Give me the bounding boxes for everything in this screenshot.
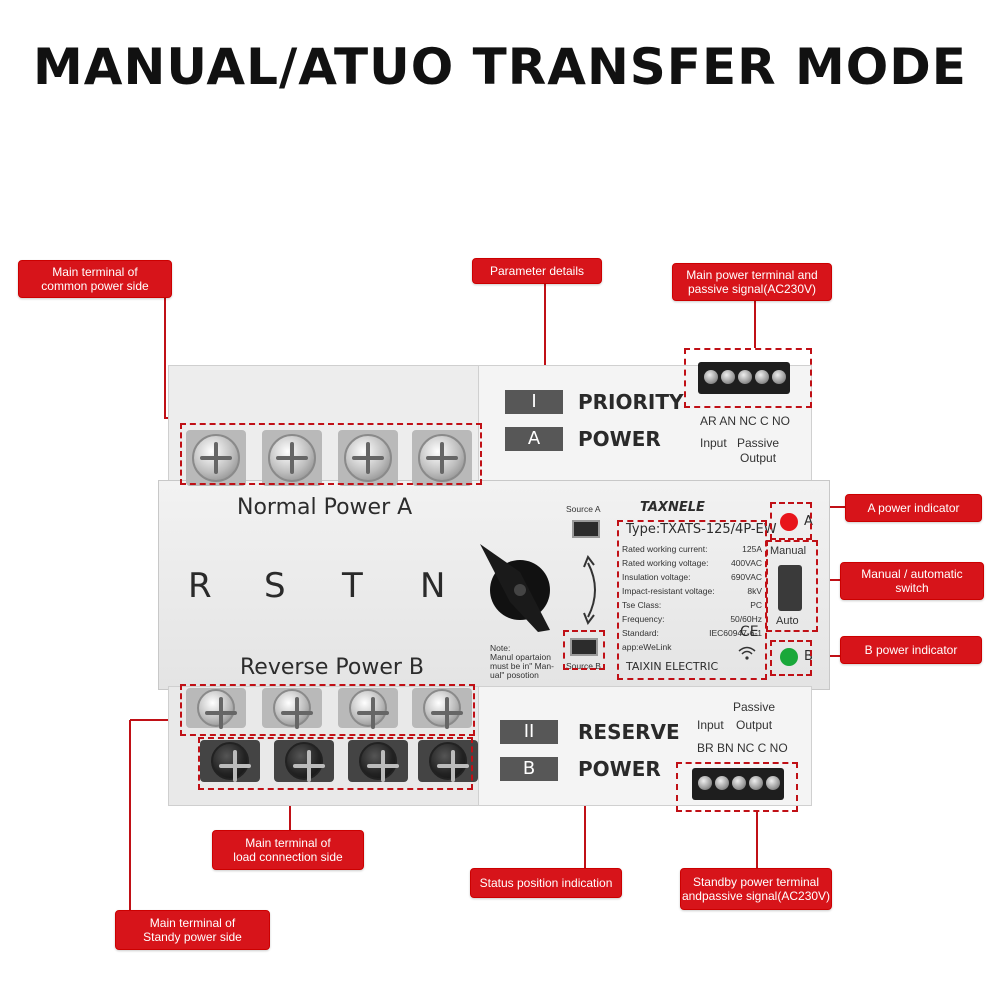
- rotary-handle-icon[interactable]: [480, 532, 556, 632]
- callout-a-indicator: A power indicator: [845, 494, 982, 522]
- callout-main-power-terminal: Main power terminal and passive signal(A…: [672, 263, 832, 301]
- terminal-load-3[interactable]: [348, 740, 408, 782]
- type-label: Type:TXATS-125/4P-EW: [626, 522, 777, 537]
- source-b-window: [570, 638, 598, 656]
- terminal-load-2[interactable]: [274, 740, 334, 782]
- normal-power-label: Normal Power A: [237, 495, 413, 520]
- screw-icon: [192, 434, 240, 482]
- source-a-label: Source A: [566, 504, 601, 514]
- page-title: MANUAL/ATUO TRANSFER MODE: [33, 38, 967, 96]
- phase-r-label: R: [188, 566, 212, 606]
- status-window-highlight: [563, 630, 605, 670]
- terminal-top-t[interactable]: [338, 430, 398, 486]
- reserve-box: II: [500, 720, 558, 744]
- param-row: Rated working current:125A: [622, 544, 762, 554]
- brand-logo: TAXNELE: [640, 500, 705, 515]
- callout-load-side: Main terminal of load connection side: [212, 830, 364, 870]
- callout-common-side: Main terminal of common power side: [18, 260, 172, 298]
- power-b-label: POWER: [578, 757, 661, 781]
- source-b-label: Source B: [566, 661, 601, 671]
- bottom-output-label: Output: [736, 718, 773, 732]
- common-terminal-highlight: [180, 423, 482, 485]
- phase-n-label: N: [420, 566, 446, 606]
- maker-label: TAIXIN ELECTRIC: [626, 660, 719, 673]
- screw-icon: [344, 434, 392, 482]
- a-indicator-label: A: [804, 514, 813, 529]
- top-signal-terminal[interactable]: [698, 362, 790, 394]
- parameter-highlight: [617, 520, 767, 680]
- terminal-bottom-upper-4[interactable]: [412, 688, 472, 729]
- top-signal-highlight: [684, 348, 812, 408]
- bottom-passive-label: Passive: [733, 700, 776, 714]
- terminal-bottom-upper-1[interactable]: [186, 688, 246, 729]
- terminal-top-s[interactable]: [262, 430, 322, 486]
- screw-icon: [273, 689, 311, 729]
- param-row: Rated working voltage:400VAC: [622, 558, 762, 568]
- terminal-top-n[interactable]: [412, 430, 472, 486]
- param-row: Tse Class:PC: [622, 600, 762, 610]
- power-a-label: POWER: [578, 427, 661, 451]
- bottom-input-label: Input: [697, 718, 724, 732]
- top-terminal-labels: AR AN NC C NO: [700, 414, 791, 428]
- standby-terminal-highlight: [180, 684, 475, 736]
- top-passive-label: Passive: [737, 436, 780, 450]
- reserve-label: RESERVE: [578, 720, 680, 744]
- screw-icon: [349, 689, 387, 729]
- screw-icon: [197, 689, 235, 729]
- b-indicator-label: B: [804, 649, 813, 664]
- screw-icon: [285, 742, 323, 782]
- bottom-signal-terminal[interactable]: [692, 768, 784, 800]
- power-b-box: B: [500, 757, 558, 781]
- screw-icon: [359, 742, 397, 782]
- top-input-label: Input: [700, 436, 727, 450]
- source-a-window: [572, 520, 600, 538]
- switch-highlight: [766, 540, 818, 632]
- terminal-top-r[interactable]: [186, 430, 246, 486]
- callout-parameter: Parameter details: [472, 258, 602, 284]
- phase-t-label: T: [342, 566, 363, 606]
- callout-b-indicator: B power indicator: [840, 636, 982, 664]
- param-row: Insulation voltage:690VAC: [622, 572, 762, 582]
- screw-icon: [211, 742, 249, 782]
- terminal-bottom-upper-2[interactable]: [262, 688, 322, 729]
- a-indicator-highlight: [770, 502, 812, 540]
- screw-icon: [423, 689, 461, 729]
- callout-standby-terminal: Standby power terminal andpassive signal…: [680, 868, 832, 910]
- rotate-arrow-icon: [583, 555, 596, 625]
- callout-manual-auto: Manual / automatic switch: [840, 562, 984, 600]
- manual-label: Manual: [770, 545, 807, 557]
- priority-label: PRIORITY: [578, 390, 684, 414]
- param-row: app:eWeLink: [622, 642, 672, 652]
- auto-label: Auto: [776, 615, 799, 627]
- priority-box: I: [505, 390, 563, 414]
- callout-status: Status position indication: [470, 868, 622, 898]
- manual-auto-switch[interactable]: [778, 565, 802, 611]
- parameter-table: Rated working current:125A Rated working…: [622, 542, 762, 694]
- manual-note: Note: Manul opartaion must be in" Man- u…: [490, 643, 554, 680]
- screw-icon: [429, 742, 467, 782]
- b-indicator-highlight: [770, 640, 812, 676]
- param-row: Impact-resistant voltage:8kV: [622, 586, 762, 596]
- phase-s-label: S: [264, 566, 286, 606]
- screw-icon: [418, 434, 466, 482]
- reverse-power-label: Reverse Power B: [240, 655, 425, 680]
- load-terminal-highlight: [198, 737, 473, 790]
- wifi-icon: [738, 646, 756, 660]
- a-indicator-light: [780, 513, 798, 531]
- param-row: Standard:IEC60947-6-1: [622, 628, 762, 638]
- bottom-terminal-labels: BR BN NC C NO: [697, 741, 788, 755]
- callout-standby-side: Main terminal of Standy power side: [115, 910, 270, 950]
- screw-icon: [268, 434, 316, 482]
- b-indicator-light: [780, 648, 798, 666]
- top-output-label: Output: [740, 451, 777, 465]
- terminal-load-4[interactable]: [418, 740, 478, 782]
- ce-mark: CE: [740, 624, 759, 640]
- bottom-signal-highlight: [676, 762, 798, 812]
- terminal-load-1[interactable]: [200, 740, 260, 782]
- param-row: Frequency:50/60Hz: [622, 614, 762, 624]
- terminal-bottom-upper-3[interactable]: [338, 688, 398, 729]
- power-a-box: A: [505, 427, 563, 451]
